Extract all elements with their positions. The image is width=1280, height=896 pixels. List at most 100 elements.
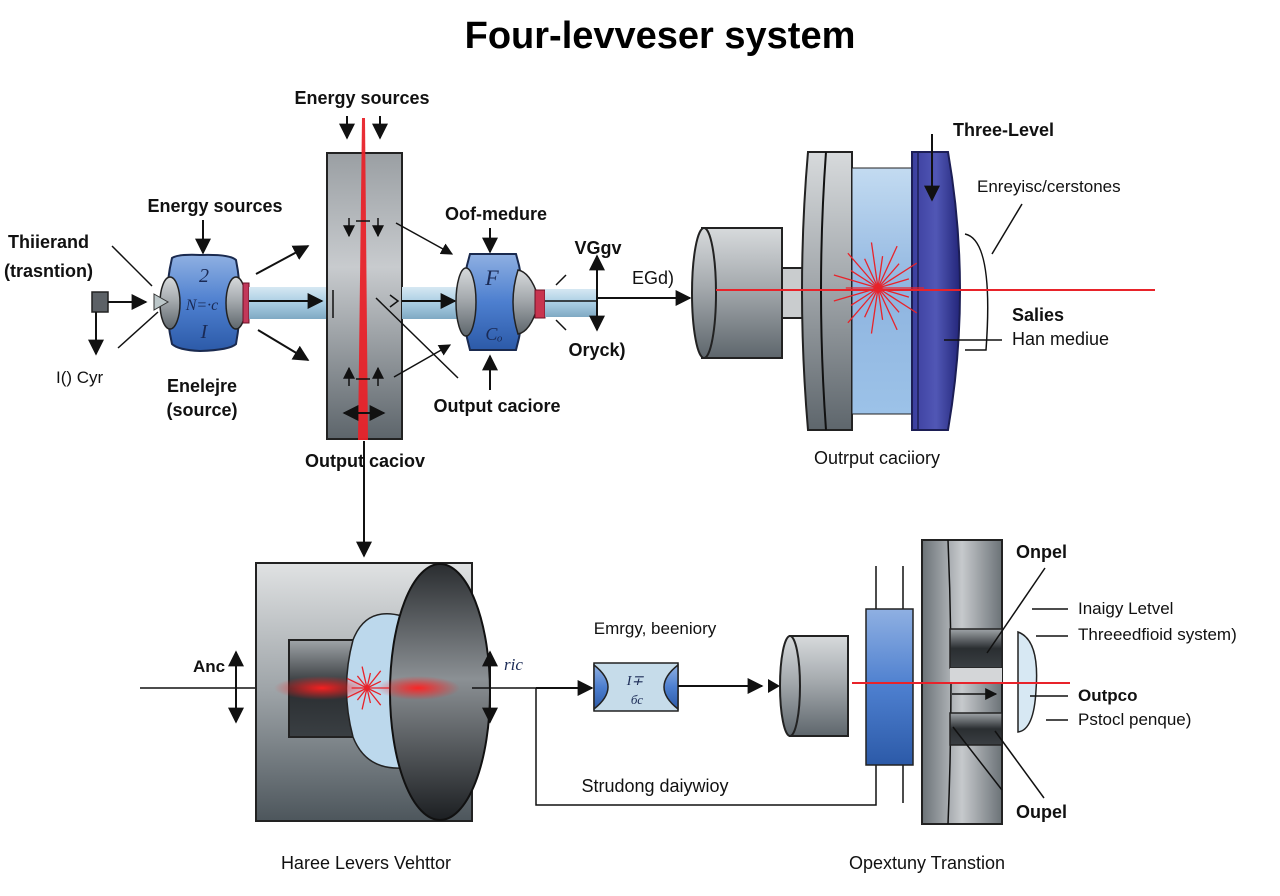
input-cylinder-face (691, 227, 717, 359)
modulator-symbol-bottom: бс (631, 692, 643, 707)
output-lens-outline (964, 233, 989, 351)
lower-clamp (949, 712, 1003, 746)
transition-pointer (111, 245, 153, 287)
output-pointer (375, 297, 459, 379)
onpel-label: Onpel (1016, 542, 1067, 562)
emission-ray (877, 245, 898, 289)
emission-ray (346, 687, 368, 699)
emission-ray (366, 680, 382, 689)
outpco-label: Outpco (1078, 686, 1138, 705)
upper-pump-arrow (255, 245, 310, 275)
onpel-pointer (986, 567, 1046, 654)
threshold-system-label: Threeedfioid system) (1078, 625, 1237, 644)
emission-ray (366, 687, 372, 704)
salies-label: Salies (1012, 305, 1064, 325)
starburst-emission-small (346, 666, 389, 710)
oupel-pointer-inner (952, 726, 1003, 791)
energy-level-label: Inaigy Letvel (1078, 599, 1173, 618)
vg-label: VGgv (574, 238, 621, 258)
source-barrel (166, 253, 241, 353)
oupel-pointer (994, 730, 1045, 799)
emission-ray (847, 252, 879, 289)
emission-ray (877, 263, 900, 289)
emission-ray (847, 287, 879, 324)
energy-sources-label-center: Energy sources (294, 88, 429, 108)
top-right-assembly: Three-Level Enreyisc/cerstones Salies Ha… (691, 120, 1155, 468)
egd-label: EGd) (632, 268, 674, 288)
emission-ray (366, 670, 382, 689)
han-medium-label: Han mediue (1012, 329, 1109, 349)
coupler-tick-upper (555, 274, 567, 286)
emission-ray (870, 287, 879, 334)
beam-segment-3 (545, 289, 597, 317)
modulator-right-lens (663, 663, 679, 711)
source-symbol-mid: Ν=·c (185, 297, 219, 314)
clamp-gap (950, 668, 1002, 682)
bottom-left-assembly: Anc ric Haree Levers Vehttor (140, 562, 523, 873)
emission-ray (870, 242, 879, 289)
emission-ray (356, 687, 368, 701)
medium-module: Oof-medure F Cₒ Output caciore VGgv Oryc… (402, 204, 692, 416)
beam-segment-1 (249, 287, 329, 319)
output-coupler (242, 282, 250, 324)
emission-ray (366, 687, 382, 696)
emission-ray (877, 256, 884, 289)
emission-ray (877, 287, 884, 320)
red-glow-right (376, 676, 460, 700)
source-label-line1: Enelejre (167, 376, 237, 396)
blue-crystal (865, 608, 914, 766)
modulator-left-lens (593, 663, 609, 711)
oryck-label: Oryck) (568, 340, 625, 360)
output-label-right: Outrput caciiory (814, 448, 940, 468)
oupel-label: Oupel (1016, 802, 1067, 822)
emission-ray (366, 672, 372, 689)
emission-ray (877, 287, 900, 313)
top-left-module: I() Cyr Thiierand (trasntion) Energy sou… (4, 196, 329, 420)
medium-symbol-top: F (484, 265, 499, 290)
emission-ray (346, 677, 368, 689)
input-prism (153, 293, 170, 311)
vertical-laser-beam (358, 118, 368, 440)
energy-pointer (991, 203, 1023, 255)
energy-label-right: Enreyisc/cerstones (977, 177, 1121, 196)
energy-sources-label-left: Energy sources (147, 196, 282, 216)
bottom-middle: Emrgy, beeniory I∓ бс Strudong daiywioy (472, 619, 877, 806)
emission-ray (833, 274, 879, 289)
emission-ray (864, 258, 879, 289)
red-glow-left (274, 676, 370, 700)
source-label-line2: (source) (166, 400, 237, 420)
input-pointer (117, 311, 159, 349)
second-arrowhead (768, 679, 780, 693)
three-level-label: Three-Level (953, 120, 1054, 140)
emission-ray (361, 687, 368, 710)
medium-label: Oof-medure (445, 204, 547, 224)
medium-right-cone (512, 269, 539, 335)
medium-symbol-bottom: Cₒ (485, 324, 502, 344)
bottom-left-caption: Haree Levers Vehttor (281, 853, 451, 873)
source-symbol-top: 2 (199, 265, 209, 287)
energy-beeniory-label: Emrgy, beeniory (594, 619, 717, 638)
bottom-right-assembly: Onpel Inaigy Letvel Threeedfioid system)… (779, 539, 1237, 873)
emission-ray (366, 687, 382, 706)
emission-ray (850, 270, 879, 289)
modulator-symbol-top: I∓ (626, 674, 645, 689)
emission-ray (877, 278, 910, 289)
diagram-title: Four-levveser system (465, 15, 856, 57)
bottom-right-caption: Opextuny Transtion (849, 853, 1005, 873)
emission-ray (356, 675, 368, 689)
input-label: I() Cyr (56, 368, 104, 387)
medium-left-cap (455, 267, 477, 337)
medium-output-label: Output caciore (433, 396, 560, 416)
lower-pump-arrow (257, 329, 310, 361)
emission-ray (877, 262, 918, 289)
column-to-medium-arrow-upper (395, 222, 454, 255)
source-symbol-bottom: I (200, 321, 209, 343)
center-column: Energy sources Output caciov (294, 88, 459, 558)
emission-ray (361, 666, 368, 689)
anc-label: Anc (193, 657, 225, 676)
upper-clamp (949, 628, 1003, 669)
starburst-emission (833, 242, 924, 334)
coupler-tick-lower (555, 319, 567, 331)
feedback-label: Strudong daiywioy (581, 776, 728, 796)
